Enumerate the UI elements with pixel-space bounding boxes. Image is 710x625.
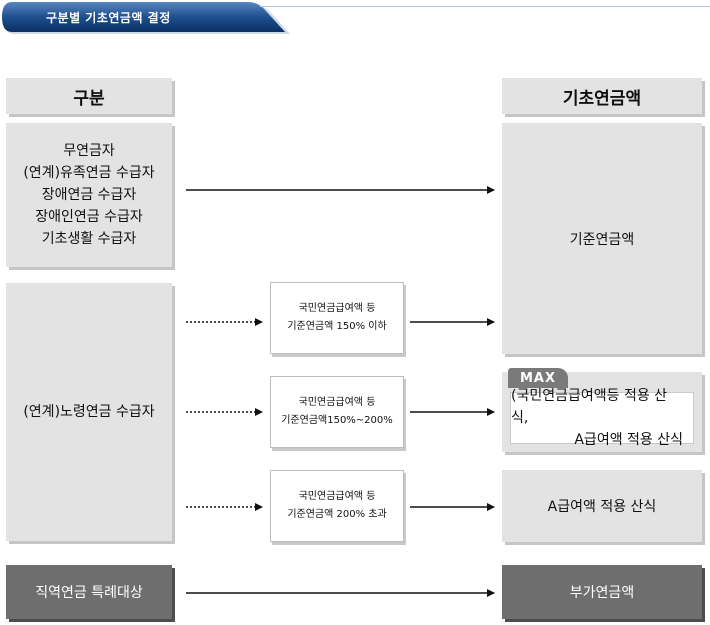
result-label: (국민연금급여액등 적용 산식,: [511, 388, 668, 426]
recipient-type-label: 장애인연금 수급자: [35, 209, 143, 225]
additional-pension-box: 부가연금액: [502, 565, 702, 619]
condition-label: 국민연금급여액 등: [298, 397, 376, 408]
recipient-type-label: 장애연금 수급자: [41, 187, 137, 203]
max-tag: MAX: [508, 368, 568, 388]
recipient-type-label: (연계)유족연금 수급자: [23, 165, 155, 181]
condition-box-150-200: 국민연금급여액 등 기준연금액150%~200%: [270, 376, 404, 448]
result-label: A급여액 적용 산식: [574, 432, 683, 448]
condition-box-under-150: 국민연금급여액 등 기준연금액 150% 이하: [270, 282, 404, 354]
special-case-box: 직역연금 특례대상: [6, 565, 172, 619]
recipient-type-label: 기초생활 수급자: [41, 231, 137, 247]
condition-label: 국민연금급여액 등: [298, 303, 376, 314]
page-title: 구분별 기초연금액 결정: [46, 11, 171, 25]
old-age-pension-recipients-box: (연계)노령연금 수급자: [6, 283, 172, 541]
condition-box-over-200: 국민연금급여액 등 기준연금액 200% 초과: [270, 470, 404, 542]
section-header: 구분별 기초연금액 결정: [0, 0, 710, 40]
header-rule: [260, 6, 710, 7]
a-benefit-formula-box: A급여액 적용 산식: [502, 470, 702, 542]
condition-label: 기준연금액 200% 초과: [287, 509, 387, 520]
right-column-header: 기초연금액: [502, 78, 702, 114]
max-result-panel: MAX (국민연금급여액등 적용 산식, A급여액 적용 산식: [502, 368, 702, 452]
max-formula-box: (국민연금급여액등 적용 산식, A급여액 적용 산식: [510, 388, 694, 448]
recipient-type-label: 직역연금 특례대상: [35, 585, 143, 601]
left-column-header: 구분: [6, 78, 172, 114]
recipient-type-label: (연계)노령연금 수급자: [23, 404, 155, 420]
condition-label: 기준연금액 150% 이하: [287, 321, 387, 332]
recipient-type-label: 무연금자: [63, 143, 115, 159]
non-pension-recipients-box: 무연금자 (연계)유족연금 수급자 장애연금 수급자 장애인연금 수급자 기초생…: [6, 123, 172, 267]
condition-label: 기준연금액150%~200%: [281, 415, 393, 426]
result-label: 기준연금액: [569, 231, 635, 248]
result-label: 부가연금액: [569, 585, 635, 601]
condition-label: 국민연금급여액 등: [298, 491, 376, 502]
standard-pension-amount-box: 기준연금액: [502, 123, 702, 354]
result-label: A급여액 적용 산식: [547, 499, 657, 515]
header-tab-shape: [2, 2, 290, 34]
